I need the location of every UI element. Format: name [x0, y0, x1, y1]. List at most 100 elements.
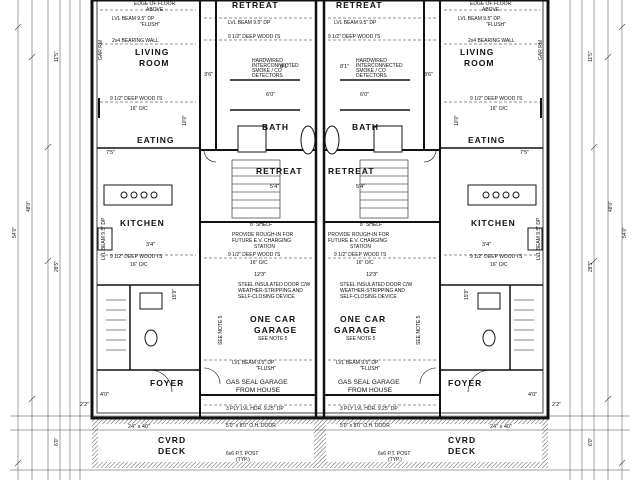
joist-lines	[100, 9, 540, 406]
ev-note-left-1: PROVIDE ROUGH-IN FOR	[232, 232, 294, 238]
ply-hdr-note-right: 3 PLY LVL HDR. 9.25" DP	[340, 406, 398, 412]
dim-10-0-b: 10'0"	[454, 115, 460, 126]
ev-note-right-1: PROVIDE ROUGH-IN FOR	[328, 232, 390, 238]
oc-note-living-right: 16" O/C	[490, 106, 508, 112]
kitchen-counters	[97, 184, 543, 251]
dim-8-1-b: 8'1"	[340, 64, 349, 70]
ev-note-right-3: STATION	[350, 244, 371, 250]
edge-of-floor-note-left-2: ABOVE	[146, 7, 164, 13]
dim-10-0-a: 10'0"	[182, 115, 188, 126]
dim-5-4-a: 5'4"	[270, 184, 279, 190]
joists-note-garage-right: 9 1/2" DEEP WOOD I'S	[334, 252, 387, 258]
edge-of-floor-note-right-2: ABOVE	[482, 7, 500, 13]
lvl-beam-note-right: LVL BEAM 9.5" DP	[458, 16, 501, 22]
smoke-note-right-4: DETECTORS	[356, 73, 387, 79]
gas-seal-note-left-2: FROM HOUSE	[236, 387, 281, 394]
garage-door-note-right-2: WEATHER-STRIPPING AND	[340, 288, 405, 294]
dim-left-11: 11'5"	[54, 51, 60, 62]
lvl-beam-note-right-2: "FLUSH"	[486, 22, 506, 28]
central-hall-walls	[199, 0, 441, 418]
shelf-note-right: 8" SHELF	[360, 222, 382, 228]
lvl-beam-bottom-note-left-2: "FLUSH"	[256, 366, 276, 372]
dimension-labels: 54'0" 54'0" 48'0" 48'0" 11'5" 11'5" 28'5…	[12, 51, 628, 446]
oc-note-garage-right: 16" O/C	[356, 260, 374, 266]
lvl-beam-note-mid-left: LVL BEAM 9.5" DP	[228, 20, 271, 26]
dim-7-5-a: 7'5"	[106, 150, 115, 156]
lvl-beam-note-left: LVL BEAM 9.5" DP	[112, 16, 155, 22]
dim-7-5-b: 7'5"	[520, 150, 529, 156]
dim-3-4-a: 3'4"	[146, 242, 155, 248]
dim-3-6-b: 3'6"	[424, 72, 433, 78]
cvrd-deck-label-right-2: DECK	[448, 446, 476, 456]
construction-notes: EDGE OF FLOOR ABOVE EDGE OF FLOOR ABOVE …	[98, 1, 544, 463]
lvl-beam-bottom-note-left: LVL BEAM 9.5" DP	[232, 360, 275, 366]
living-room-label-left-2: ROOM	[139, 58, 169, 68]
dim-right-total: 54'0"	[622, 227, 628, 238]
joists-note-living-right: 9 1/2" DEEP WOOD I'S	[470, 96, 523, 102]
dim-6-0-a: 6'0"	[266, 92, 275, 98]
joists-note-living-left: 9 1/2" DEEP WOOD I'S	[110, 96, 163, 102]
gas-seal-note-right-2: FROM HOUSE	[348, 387, 393, 394]
edge-of-floor-note-right-1: EDGE OF FLOOR	[470, 1, 512, 7]
joists-note-eating-right: 9 1/2" DEEP WOOD I'S	[470, 254, 523, 260]
room-labels: RETREAT RETREAT RETREAT RETREAT LIVING R…	[120, 0, 516, 456]
garage-label-right-2: GARAGE	[334, 325, 377, 335]
smoke-note-left-4: DETECTORS	[252, 73, 283, 79]
cvrd-deck-label-left-1: CVRD	[158, 435, 186, 445]
gar-rm-note-left: GAR RM	[98, 40, 104, 60]
smoke-note-left-2: INTERCONNECTED	[252, 63, 299, 69]
post-note-left-1: 6x6 P.T. POST	[226, 451, 258, 457]
lvl-beam-note-mid-right: LVL BEAM 9.5" DP	[334, 20, 377, 26]
retreat-label-lower-right: RETREAT	[328, 166, 375, 176]
dim-12-3-b: 12'3"	[366, 272, 378, 278]
shelf-note-left: 8" SHELF	[250, 222, 272, 228]
kitchen-label-right: KITCHEN	[471, 218, 516, 228]
dim-2-2-a: 2'2"	[80, 402, 89, 408]
see-note-5-vertical-left: SEE NOTE 5	[218, 315, 224, 345]
oc-note-living-left: 16" O/C	[130, 106, 148, 112]
dim-8-1-a: 8'1"	[280, 64, 289, 70]
dim-4-0-a: 4'0"	[100, 392, 109, 398]
retreat-label-lower-left: RETREAT	[256, 166, 303, 176]
bearing-wall-note-left: 2x4 BEARING WALL	[112, 38, 159, 44]
foyer-label-left: FOYER	[150, 378, 184, 388]
post-note-right-2: (TYP.)	[388, 457, 402, 463]
living-room-label-left-1: LIVING	[135, 47, 169, 57]
joists-note-eating-left: 9 1/2" DEEP WOOD I'S	[110, 254, 163, 260]
bath-label-right: BATH	[352, 122, 379, 132]
living-room-label-right-2: ROOM	[464, 58, 494, 68]
kitchen-label-left: KITCHEN	[120, 218, 165, 228]
post-note-right-1: 6x6 P.T. POST	[378, 451, 410, 457]
see-note-5-right: SEE NOTE 5	[346, 336, 376, 342]
dim-right-11: 11'5"	[588, 51, 594, 62]
joists-note-garage-left: 9 1/2" DEEP WOOD I'S	[228, 252, 281, 258]
garage-door-note-left-3: SELF-CLOSING DEVICE	[238, 294, 295, 300]
dim-left-28: 28'5"	[54, 261, 60, 272]
retreat-label-left: RETREAT	[232, 0, 279, 10]
dim-15-9-a: 15'9"	[172, 289, 178, 300]
oh-door-note-right: 5'0" x 8'0" O.H. DOOR	[340, 423, 390, 429]
garage-door-note-left-2: WEATHER-STRIPPING AND	[238, 288, 303, 294]
oc-note-eating-left: 16" O/C	[130, 262, 148, 268]
garage-door-note-right-1: STEEL INSULATED DOOR C/W	[340, 282, 413, 288]
deck-hatching	[92, 418, 548, 468]
dim-3-6-a: 3'6"	[204, 72, 213, 78]
edge-of-floor-note-left-1: EDGE OF FLOOR	[134, 1, 176, 7]
post-note-left-2: (TYP.)	[236, 457, 250, 463]
smoke-note-right-2: INTERCONNECTED	[356, 63, 403, 69]
gar-rm-note-right: GAR RM	[538, 40, 544, 60]
dim-3-4-b: 3'4"	[482, 242, 491, 248]
dim-right-deck: 6'0"	[588, 437, 594, 446]
ply-hdr-note-left: 3 PLY LVL HDR. 9.25" DP	[226, 406, 284, 412]
dim-left-deck: 6'0"	[54, 437, 60, 446]
gas-seal-note-right-1: GAS SEAL GARAGE	[338, 379, 400, 386]
garage-label-right-1: ONE CAR	[340, 314, 386, 324]
dim-2-2-b: 2'2"	[552, 402, 561, 408]
gas-seal-note-left-1: GAS SEAL GARAGE	[226, 379, 288, 386]
dim-4-0-b: 4'0"	[528, 392, 537, 398]
bearing-wall-note-right: 2x4 BEARING WALL	[468, 38, 515, 44]
dim-left-sub: 48'0"	[26, 201, 32, 212]
smoke-note-right-3: SMOKE / CO	[356, 68, 386, 74]
dim-15-9-b: 15'9"	[464, 289, 470, 300]
